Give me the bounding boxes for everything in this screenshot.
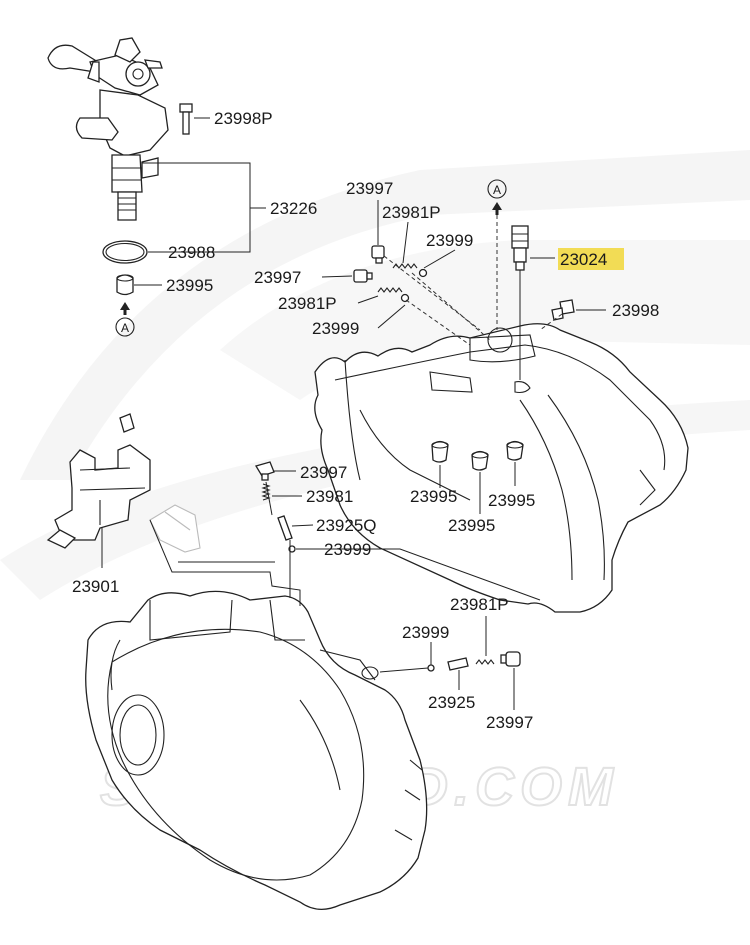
bracket-23901-icon xyxy=(46,413,201,553)
label-23995-right[interactable]: 23995 xyxy=(488,491,535,510)
part-labels: 23998P 23226 23988 23995 23997 23981P 23… xyxy=(72,109,659,732)
plug-23995-middle-icon xyxy=(471,450,489,471)
upper-transmission-case xyxy=(314,323,689,613)
o-ring-23988-icon xyxy=(102,240,148,264)
label-23997-b[interactable]: 23997 xyxy=(254,268,301,287)
bolt-23998p-icon xyxy=(179,103,193,135)
plug-23997-c-icon xyxy=(255,461,275,481)
leader-lines xyxy=(101,117,606,710)
label-23925q[interactable]: 23925Q xyxy=(316,516,377,535)
highlight-23024 xyxy=(558,248,624,270)
lower-transmission-case xyxy=(85,590,428,910)
label-23901[interactable]: 23901 xyxy=(72,577,119,596)
svg-text:A: A xyxy=(121,321,129,335)
label-23226[interactable]: 23226 xyxy=(270,199,317,218)
label-23995-middle[interactable]: 23995 xyxy=(448,516,495,535)
shift-lever-assembly-icon xyxy=(47,37,169,221)
ball-23999-b-icon xyxy=(400,293,410,303)
assembly-lines xyxy=(149,215,563,673)
plug-23995-right-icon xyxy=(506,440,524,461)
label-23997-a[interactable]: 23997 xyxy=(346,179,393,198)
label-23981p-b[interactable]: 23981P xyxy=(278,294,337,313)
plug-23997-d-icon xyxy=(500,651,521,667)
label-23998[interactable]: 23998 xyxy=(612,301,659,320)
plug-23995-left-icon xyxy=(431,440,449,463)
label-23998p[interactable]: 23998P xyxy=(214,109,273,128)
ball-23999-d-icon xyxy=(427,664,435,672)
label-23997-d[interactable]: 23997 xyxy=(486,713,533,732)
bolt-23998-icon xyxy=(551,299,575,321)
spring-23981p-a-icon xyxy=(392,263,418,269)
label-23999-a[interactable]: 23999 xyxy=(426,231,473,250)
label-23981p-c[interactable]: 23981P xyxy=(450,595,509,614)
label-23995-left[interactable]: 23995 xyxy=(410,487,457,506)
plug-23997-b-icon xyxy=(353,269,373,283)
reference-marker-a-right: A xyxy=(487,179,507,215)
label-23024[interactable]: 23024 xyxy=(560,250,607,269)
label-23999-b[interactable]: 23999 xyxy=(312,319,359,338)
label-23999-c[interactable]: 23999 xyxy=(324,540,371,559)
label-23999-d[interactable]: 23999 xyxy=(402,623,449,642)
label-23981p-a[interactable]: 23981P xyxy=(382,203,441,222)
plug-23997-a-icon xyxy=(371,245,385,264)
pin-23925q-icon xyxy=(277,515,293,541)
reference-marker-a-left: A xyxy=(115,302,135,337)
pin-23925-icon xyxy=(447,657,469,671)
label-23995-top[interactable]: 23995 xyxy=(166,276,213,295)
spring-23981p-c-icon xyxy=(475,659,495,665)
svg-text:A: A xyxy=(493,183,501,197)
label-23925[interactable]: 23925 xyxy=(428,693,475,712)
label-23981[interactable]: 23981 xyxy=(306,487,353,506)
label-23988[interactable]: 23988 xyxy=(168,243,215,262)
ball-23999-a-icon xyxy=(418,268,428,278)
spring-23981p-b-icon xyxy=(377,287,403,293)
plug-23995-top-icon xyxy=(116,274,134,296)
label-23997-c[interactable]: 23997 xyxy=(300,463,347,482)
